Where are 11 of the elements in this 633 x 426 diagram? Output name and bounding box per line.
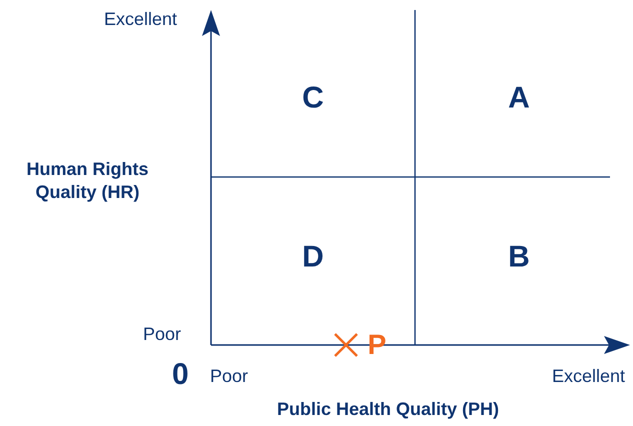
axis-label: Excellent — [552, 365, 626, 388]
axis-title: Public Health Quality (PH) — [277, 398, 500, 421]
axis-label: Poor — [210, 365, 248, 388]
quadrant-letter: B — [508, 240, 530, 276]
quadrant-letter: C — [302, 80, 324, 116]
axis-title: Human Rights Quality (HR) — [25, 158, 150, 204]
origin-label: 0 — [172, 357, 189, 393]
quadrant-letter: A — [508, 80, 530, 116]
quadrant-letter: D — [302, 240, 324, 276]
axis-label: Excellent — [104, 8, 178, 31]
axis-label: Poor — [143, 323, 182, 346]
